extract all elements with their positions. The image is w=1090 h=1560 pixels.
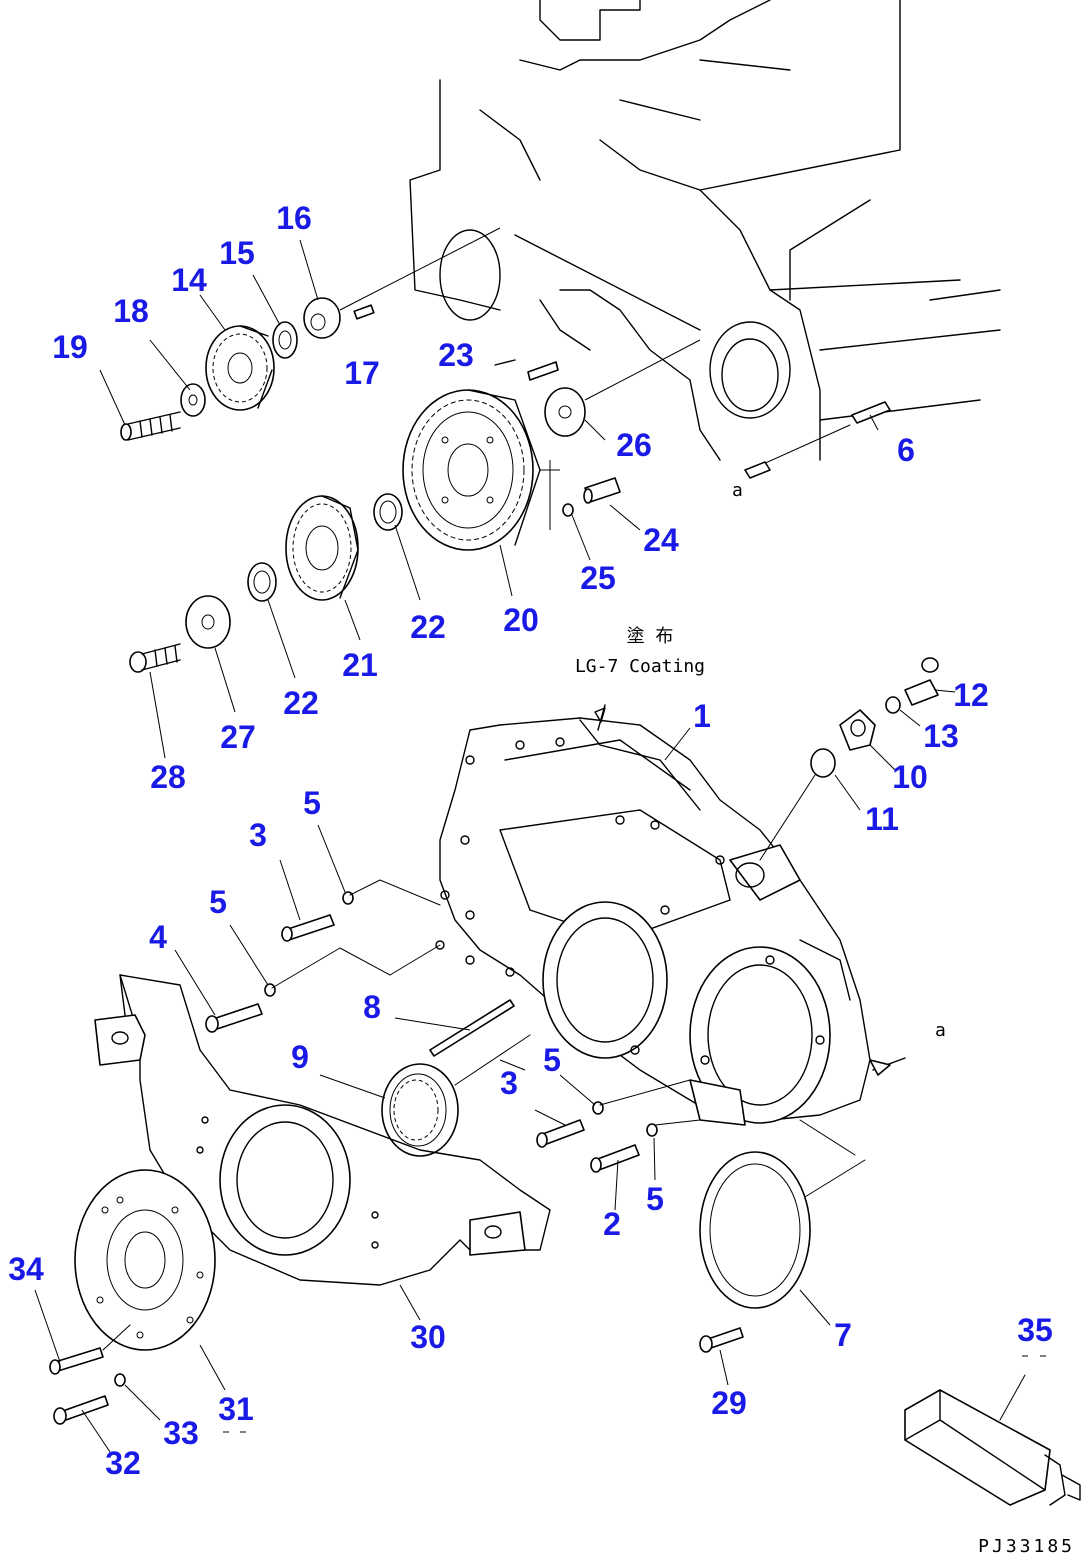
- gasket-7: [699, 1151, 811, 1309]
- bushing-22a: [373, 493, 403, 531]
- engine-block-outline: [409, 0, 1001, 461]
- gear-20: [402, 389, 560, 551]
- label-5c: 5: [543, 1042, 561, 1078]
- oil-seal-9: [381, 1063, 459, 1157]
- label-30: 30: [410, 1319, 446, 1355]
- label-19: 19: [52, 329, 88, 365]
- label-20: 20: [503, 602, 539, 638]
- label-9: 9: [291, 1039, 309, 1075]
- bolt-29: [699, 1327, 744, 1353]
- label-32: 32: [105, 1445, 141, 1481]
- note-kanji: 塗 布: [627, 625, 674, 647]
- label-11: 11: [865, 801, 899, 837]
- gear-14: [205, 325, 275, 411]
- label-3a: 3: [249, 817, 267, 853]
- label-31: 31: [218, 1391, 254, 1427]
- label-22a: 22: [410, 609, 446, 645]
- label-5a: 5: [303, 785, 321, 821]
- bracket-30: [94, 974, 551, 1286]
- shaft-16: [303, 297, 341, 339]
- label-24: 24: [643, 522, 679, 558]
- label-33: 33: [163, 1415, 199, 1451]
- label-1: 1: [693, 698, 711, 734]
- cover-fasteners: [205, 401, 939, 1201]
- label-16: 16: [276, 200, 312, 236]
- collar-27: [185, 595, 231, 649]
- label-25: 25: [580, 560, 616, 596]
- part-labels: 1 2 3 3 4 5 5 5 5 6 7 8 9 10 11 12 13 14…: [8, 200, 1053, 1481]
- drawing-code: PJ33185: [978, 1536, 1075, 1557]
- front-cover-1: [435, 717, 871, 1126]
- label-13: 13: [923, 718, 959, 754]
- bolt-28: [129, 643, 181, 673]
- thrust-plate-26: [544, 387, 586, 437]
- plate-31: [74, 1169, 216, 1351]
- label-35: 35: [1017, 1312, 1053, 1348]
- label-18: 18: [113, 293, 149, 329]
- bolt-19: [120, 411, 181, 441]
- bolt-24: [583, 477, 621, 504]
- bearing-15: [272, 321, 298, 359]
- label-leaders: [34, 239, 956, 1453]
- pin-17: [353, 304, 375, 320]
- label-dashes: [223, 1355, 1046, 1433]
- label-6: 6: [897, 432, 915, 468]
- label-22b: 22: [283, 685, 319, 721]
- idler-gear-assembly: [120, 227, 701, 673]
- washer-18: [180, 383, 206, 417]
- label-21: 21: [342, 647, 378, 683]
- label-23: 23: [438, 337, 474, 373]
- dowel-23: [494, 359, 559, 381]
- label-5b: 5: [209, 884, 227, 920]
- label-12: 12: [953, 677, 989, 713]
- label-5d: 5: [646, 1181, 664, 1217]
- label-34: 34: [8, 1251, 44, 1287]
- label-2: 2: [603, 1206, 621, 1242]
- washer-25: [562, 503, 574, 517]
- label-3b: 3: [500, 1065, 518, 1101]
- tool-35: [904, 1374, 1081, 1506]
- label-28: 28: [150, 759, 186, 795]
- note-coating: LG-7 Coating: [575, 656, 705, 677]
- label-15: 15: [219, 235, 255, 271]
- label-26: 26: [616, 427, 652, 463]
- label-4: 4: [149, 919, 167, 955]
- label-27: 27: [220, 719, 256, 755]
- label-7: 7: [834, 1317, 852, 1353]
- label-8: 8: [363, 989, 381, 1025]
- label-14: 14: [171, 262, 207, 298]
- label-10: 10: [892, 759, 928, 795]
- label-17: 17: [344, 355, 380, 391]
- bushing-22b: [247, 562, 277, 602]
- plate-fasteners: [49, 1324, 131, 1425]
- label-29: 29: [711, 1385, 747, 1421]
- gear-21: [285, 495, 359, 601]
- marker-a-left: a: [732, 480, 743, 501]
- marker-a-right: a: [935, 1020, 946, 1041]
